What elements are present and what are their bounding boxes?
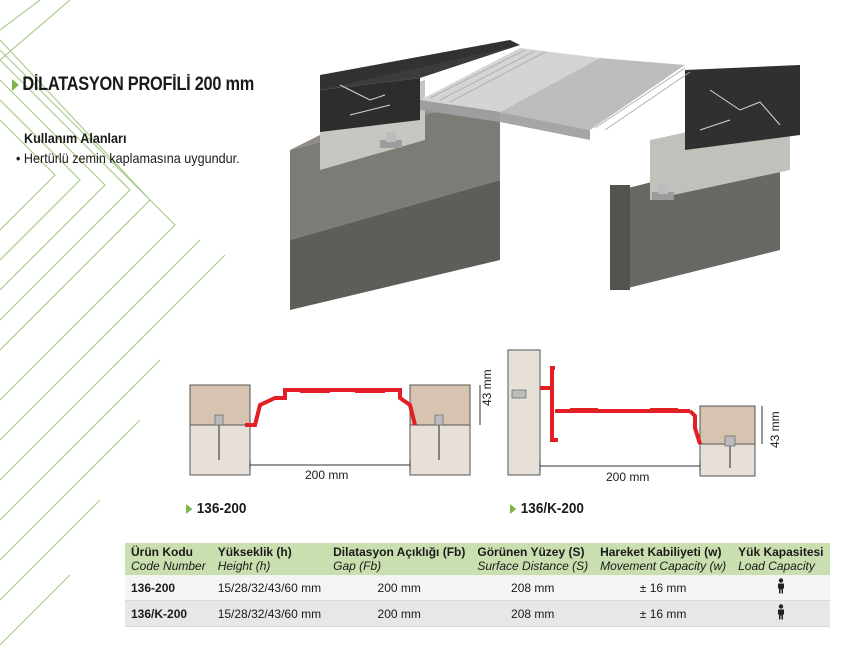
gap-label-1: 200 mm xyxy=(305,468,349,482)
title-marker-icon xyxy=(12,78,19,91)
cell-load xyxy=(732,575,830,601)
cell-movement: ± 16 mm xyxy=(594,600,733,627)
code-label-1: 136-200 xyxy=(186,500,246,517)
col-header-code: Ürün Kodu xyxy=(125,543,212,559)
col-subheader-movement: Movement Capacity (w) xyxy=(594,559,733,575)
gap-label-2: 200 mm xyxy=(606,470,650,484)
col-subheader-height: Height (h) xyxy=(211,559,328,575)
col-header-surface: Görünen Yüzey (S) xyxy=(471,543,595,559)
cell-surface: 208 mm xyxy=(471,575,595,601)
product-illustration xyxy=(290,40,800,310)
pedestrian-icon xyxy=(777,578,784,594)
usage-item: • Hertürlü zemin kaplamasına uygundur. xyxy=(16,150,240,166)
table-subheader-row: Code Number Height (h) Gap (Fb) Surface … xyxy=(125,559,830,575)
page-title: DİLATASYON PROFİLİ 200 mm xyxy=(12,74,254,96)
cell-gap: 200 mm xyxy=(327,575,472,601)
code-marker-icon xyxy=(510,504,517,515)
col-subheader-code: Code Number xyxy=(125,559,212,575)
height-label-2: 43 mm xyxy=(768,411,782,448)
code-label-2: 136/K-200 xyxy=(510,500,584,517)
cell-load xyxy=(732,600,830,627)
pedestrian-icon xyxy=(777,604,784,620)
cell-code: 136-200 xyxy=(125,575,212,601)
usage-title: Kullanım Alanları xyxy=(24,130,127,146)
col-header-height: Yükseklik (h) xyxy=(211,543,328,559)
table-row: 136-200 15/28/32/43/60 mm 200 mm 208 mm … xyxy=(125,575,830,601)
col-subheader-gap: Gap (Fb) xyxy=(327,559,472,575)
cell-code: 136/K-200 xyxy=(125,600,212,627)
code-marker-icon xyxy=(186,504,193,515)
cell-height: 15/28/32/43/60 mm xyxy=(211,575,328,601)
table-header-row: Ürün Kodu Yükseklik (h) Dilatasyon Açıkl… xyxy=(125,543,830,559)
cell-gap: 200 mm xyxy=(327,600,472,627)
col-subheader-surface: Surface Distance (S) xyxy=(471,559,595,575)
cell-movement: ± 16 mm xyxy=(594,575,733,601)
cell-surface: 208 mm xyxy=(471,600,595,627)
table-row: 136/K-200 15/28/32/43/60 mm 200 mm 208 m… xyxy=(125,600,830,627)
cell-height: 15/28/32/43/60 mm xyxy=(211,600,328,627)
section-drawing-136-200 xyxy=(189,384,481,476)
section-drawing-136-k-200 xyxy=(507,349,763,477)
col-header-gap: Dilatasyon Açıklığı (Fb) xyxy=(327,543,472,559)
col-header-load: Yük Kapasitesi xyxy=(732,543,830,559)
spec-table: Ürün Kodu Yükseklik (h) Dilatasyon Açıkl… xyxy=(125,543,830,627)
col-subheader-load: Load Capacity xyxy=(732,559,830,575)
height-label-1: 43 mm xyxy=(480,369,494,406)
col-header-movement: Hareket Kabiliyeti (w) xyxy=(594,543,733,559)
